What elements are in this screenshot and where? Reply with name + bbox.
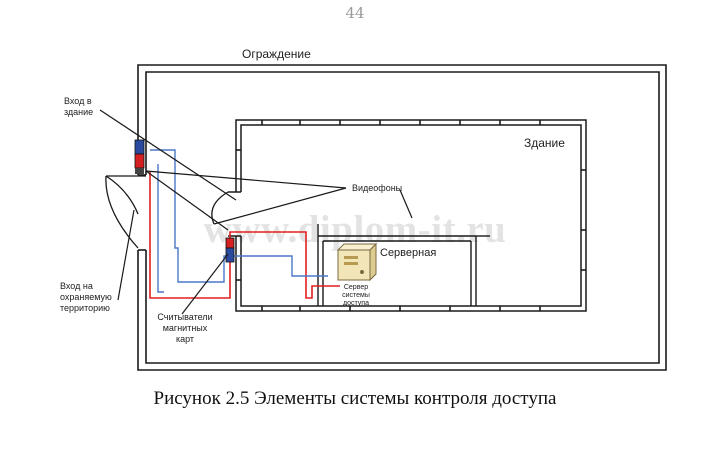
server-label-1: Сервер <box>344 284 368 291</box>
card-readers-label-2: магнитных <box>163 323 208 333</box>
server-label-3: доступа <box>343 300 369 307</box>
server-room-walls <box>317 224 490 306</box>
cable-blue-2 <box>157 164 164 293</box>
cable-red <box>149 171 340 299</box>
building-door <box>211 191 229 225</box>
door-reader-device <box>225 247 235 263</box>
leader-lines <box>99 109 413 315</box>
building-label: Здание <box>524 136 565 150</box>
server-icon <box>336 242 378 282</box>
figure-caption: Рисунок 2.5 Элементы системы контроля до… <box>153 388 557 409</box>
entrance-territory-label-2: охраняемую <box>60 292 112 302</box>
server-label-2: системы <box>342 292 370 299</box>
entrance-building-label-2: здание <box>64 107 93 117</box>
card-readers-label-3: карт <box>176 334 194 344</box>
gate-reader-device <box>134 139 145 155</box>
gate-videophone-device <box>134 153 145 169</box>
card-readers-label-1: Считыватели <box>157 312 212 322</box>
door-videophone-device <box>225 237 235 249</box>
entrance-territory-label-1: Вход на <box>60 281 93 291</box>
fence-label: Ограждение <box>242 47 311 61</box>
entrance-building-label-1: Вход в <box>64 96 92 106</box>
server-room-label: Серверная <box>380 247 436 259</box>
building-window-ticks <box>236 120 586 311</box>
entrance-territory-label-3: территорию <box>60 303 110 313</box>
page-number: 44 <box>345 4 365 22</box>
cable-blue <box>150 149 328 283</box>
videophones-label: Видеофоны <box>352 183 402 193</box>
gate-device-base <box>135 168 144 174</box>
fence <box>137 64 667 371</box>
territory-gate <box>105 175 146 249</box>
